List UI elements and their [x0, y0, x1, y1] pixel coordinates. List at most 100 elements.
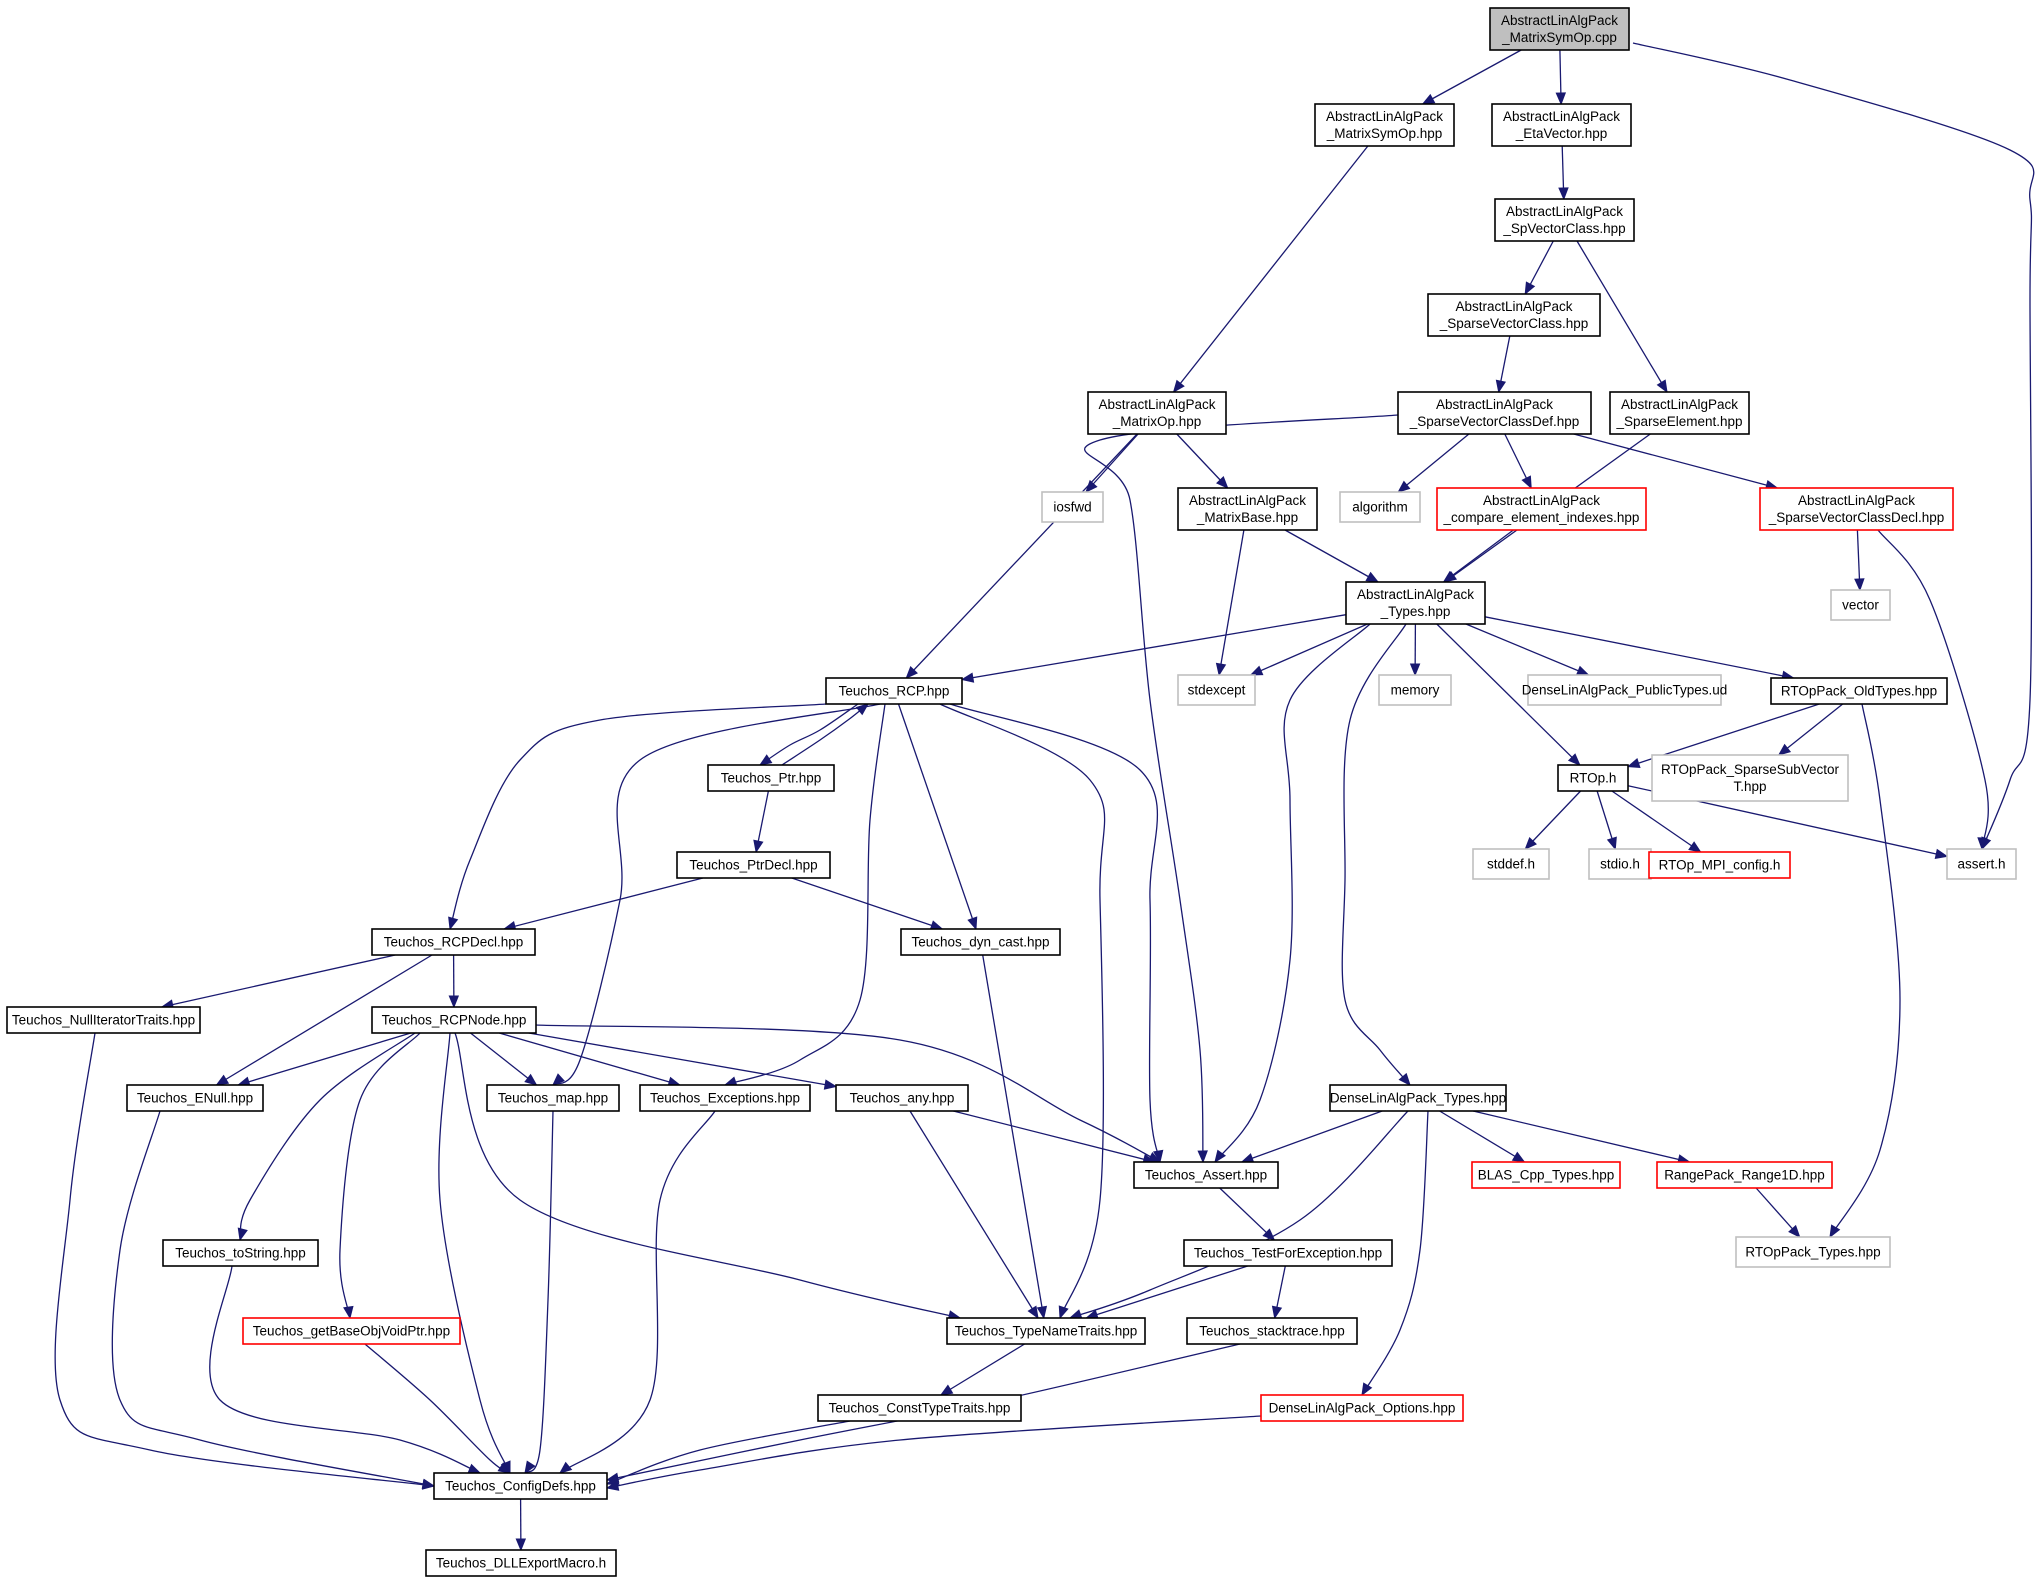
node-dlatypes[interactable]: DenseLinAlgPack_Types.hpp	[1329, 1084, 1507, 1112]
node-box[interactable]	[1133, 1161, 1279, 1189]
node-box[interactable]	[1656, 1161, 1833, 1189]
node-any[interactable]: Teuchos_any.hpp	[835, 1084, 969, 1112]
node-box[interactable]	[1472, 848, 1550, 880]
node-algorithm[interactable]: algorithm	[1339, 491, 1421, 523]
node-root[interactable]: AbstractLinAlgPack_MatrixSymOp.cpp	[1489, 7, 1630, 51]
node-box[interactable]	[6, 1006, 201, 1034]
node-types[interactable]: AbstractLinAlgPack_Types.hpp	[1345, 581, 1486, 625]
node-configdefs[interactable]: Teuchos_ConfigDefs.hpp	[433, 1472, 608, 1500]
node-tfe[interactable]: Teuchos_TestForException.hpp	[1183, 1239, 1393, 1267]
node-box[interactable]	[425, 1549, 617, 1577]
node-nulliter[interactable]: Teuchos_NullIteratorTraits.hpp	[6, 1006, 201, 1034]
node-ptrdecl[interactable]: Teuchos_PtrDecl.hpp	[676, 851, 831, 879]
node-box[interactable]	[825, 677, 963, 705]
node-oldtypes[interactable]: RTOpPack_OldTypes.hpp	[1770, 677, 1948, 705]
node-matop[interactable]: AbstractLinAlgPack_MatrixOp.hpp	[1087, 391, 1227, 435]
node-range1d[interactable]: RangePack_Range1D.hpp	[1656, 1161, 1833, 1189]
node-box[interactable]	[371, 928, 536, 956]
node-memory[interactable]: memory	[1378, 674, 1452, 706]
node-rcpdecl[interactable]: Teuchos_RCPDecl.hpp	[371, 928, 536, 956]
node-stdexcept[interactable]: stdexcept	[1177, 674, 1256, 706]
node-rtoptypes[interactable]: RTOpPack_Types.hpp	[1735, 1236, 1891, 1268]
node-eta[interactable]: AbstractLinAlgPack_EtaVector.hpp	[1491, 103, 1632, 147]
node-box[interactable]	[1378, 674, 1452, 706]
node-dyncast[interactable]: Teuchos_dyn_cast.hpp	[900, 928, 1061, 956]
node-tostring[interactable]: Teuchos_toString.hpp	[162, 1239, 319, 1267]
node-box[interactable]	[1770, 677, 1948, 705]
node-svcdef[interactable]: AbstractLinAlgPack_SparseVectorClassDef.…	[1397, 391, 1592, 435]
node-cmpidx[interactable]: AbstractLinAlgPack_compare_element_index…	[1436, 487, 1647, 531]
node-box[interactable]	[1183, 1239, 1393, 1267]
node-stddef[interactable]: stddef.h	[1472, 848, 1550, 880]
node-box[interactable]	[1471, 1161, 1621, 1189]
node-box[interactable]	[946, 1317, 1146, 1345]
node-box[interactable]	[1186, 1317, 1358, 1345]
node-box[interactable]	[707, 764, 835, 792]
node-box[interactable]	[433, 1472, 608, 1500]
node-box[interactable]	[126, 1084, 264, 1112]
edge-arrowhead	[1409, 663, 1421, 677]
node-box[interactable]	[1087, 391, 1227, 435]
node-box[interactable]	[900, 928, 1061, 956]
node-map[interactable]: Teuchos_map.hpp	[486, 1084, 620, 1112]
node-matbase[interactable]: AbstractLinAlgPack_MatrixBase.hpp	[1177, 487, 1318, 531]
node-rcp[interactable]: Teuchos_RCP.hpp	[825, 677, 963, 705]
node-box[interactable]	[1830, 589, 1891, 621]
node-box[interactable]	[1177, 487, 1318, 531]
node-rtoph[interactable]: RTOp.h	[1557, 764, 1629, 792]
node-box[interactable]	[1436, 487, 1647, 531]
node-box[interactable]	[1314, 103, 1455, 147]
node-spvc[interactable]: AbstractLinAlgPack_SpVectorClass.hpp	[1494, 198, 1635, 242]
node-spel[interactable]: AbstractLinAlgPack_SparseElement.hpp	[1609, 391, 1750, 435]
node-svcdecl[interactable]: AbstractLinAlgPack_SparseVectorClassDecl…	[1759, 487, 1954, 531]
node-box[interactable]	[486, 1084, 620, 1112]
node-rcpnode[interactable]: Teuchos_RCPNode.hpp	[371, 1006, 537, 1034]
node-box[interactable]	[1527, 674, 1722, 706]
node-exc[interactable]: Teuchos_Exceptions.hpp	[639, 1084, 811, 1112]
node-box[interactable]	[1651, 754, 1849, 802]
node-box[interactable]	[1041, 491, 1104, 523]
node-box[interactable]	[835, 1084, 969, 1112]
node-getbase[interactable]: Teuchos_getBaseObjVoidPtr.hpp	[242, 1317, 461, 1345]
node-box[interactable]	[1177, 674, 1256, 706]
node-box[interactable]	[1494, 198, 1635, 242]
node-enull[interactable]: Teuchos_ENull.hpp	[126, 1084, 264, 1112]
node-box[interactable]	[1329, 1084, 1507, 1112]
node-box[interactable]	[371, 1006, 537, 1034]
node-svc[interactable]: AbstractLinAlgPack_SparseVectorClass.hpp	[1427, 293, 1601, 337]
node-tassert[interactable]: Teuchos_Assert.hpp	[1133, 1161, 1279, 1189]
node-box[interactable]	[1946, 848, 2017, 880]
node-box[interactable]	[1397, 391, 1592, 435]
node-box[interactable]	[1491, 103, 1632, 147]
node-dllexport[interactable]: Teuchos_DLLExportMacro.h	[425, 1549, 617, 1577]
node-asserth[interactable]: assert.h	[1946, 848, 2017, 880]
node-tnt[interactable]: Teuchos_TypeNameTraits.hpp	[946, 1317, 1146, 1345]
node-box[interactable]	[639, 1084, 811, 1112]
node-mpiconfig[interactable]: RTOp_MPI_config.h	[1648, 851, 1791, 879]
node-consttt[interactable]: Teuchos_ConstTypeTraits.hpp	[817, 1394, 1022, 1422]
node-box[interactable]	[1648, 851, 1791, 879]
node-box[interactable]	[676, 851, 831, 879]
node-box[interactable]	[1557, 764, 1629, 792]
node-dlapub[interactable]: DenseLinAlgPack_PublicTypes.ud	[1522, 674, 1728, 706]
node-box[interactable]	[1735, 1236, 1891, 1268]
node-box[interactable]	[1427, 293, 1601, 337]
node-box[interactable]	[1609, 391, 1750, 435]
node-box[interactable]	[1260, 1394, 1464, 1422]
node-vector[interactable]: vector	[1830, 589, 1891, 621]
node-box[interactable]	[817, 1394, 1022, 1422]
node-box[interactable]	[1345, 581, 1486, 625]
node-box[interactable]	[1759, 487, 1954, 531]
node-box[interactable]	[242, 1317, 461, 1345]
node-iosfwd[interactable]: iosfwd	[1041, 491, 1104, 523]
node-box[interactable]	[162, 1239, 319, 1267]
node-box[interactable]	[1489, 7, 1630, 51]
node-msymop[interactable]: AbstractLinAlgPack_MatrixSymOp.hpp	[1314, 103, 1455, 147]
node-blas[interactable]: BLAS_Cpp_Types.hpp	[1471, 1161, 1621, 1189]
node-ptr[interactable]: Teuchos_Ptr.hpp	[707, 764, 835, 792]
node-dlaopt[interactable]: DenseLinAlgPack_Options.hpp	[1260, 1394, 1464, 1422]
node-stdio[interactable]: stdio.h	[1588, 848, 1652, 880]
node-stack[interactable]: Teuchos_stacktrace.hpp	[1186, 1317, 1358, 1345]
node-box[interactable]	[1339, 491, 1421, 523]
